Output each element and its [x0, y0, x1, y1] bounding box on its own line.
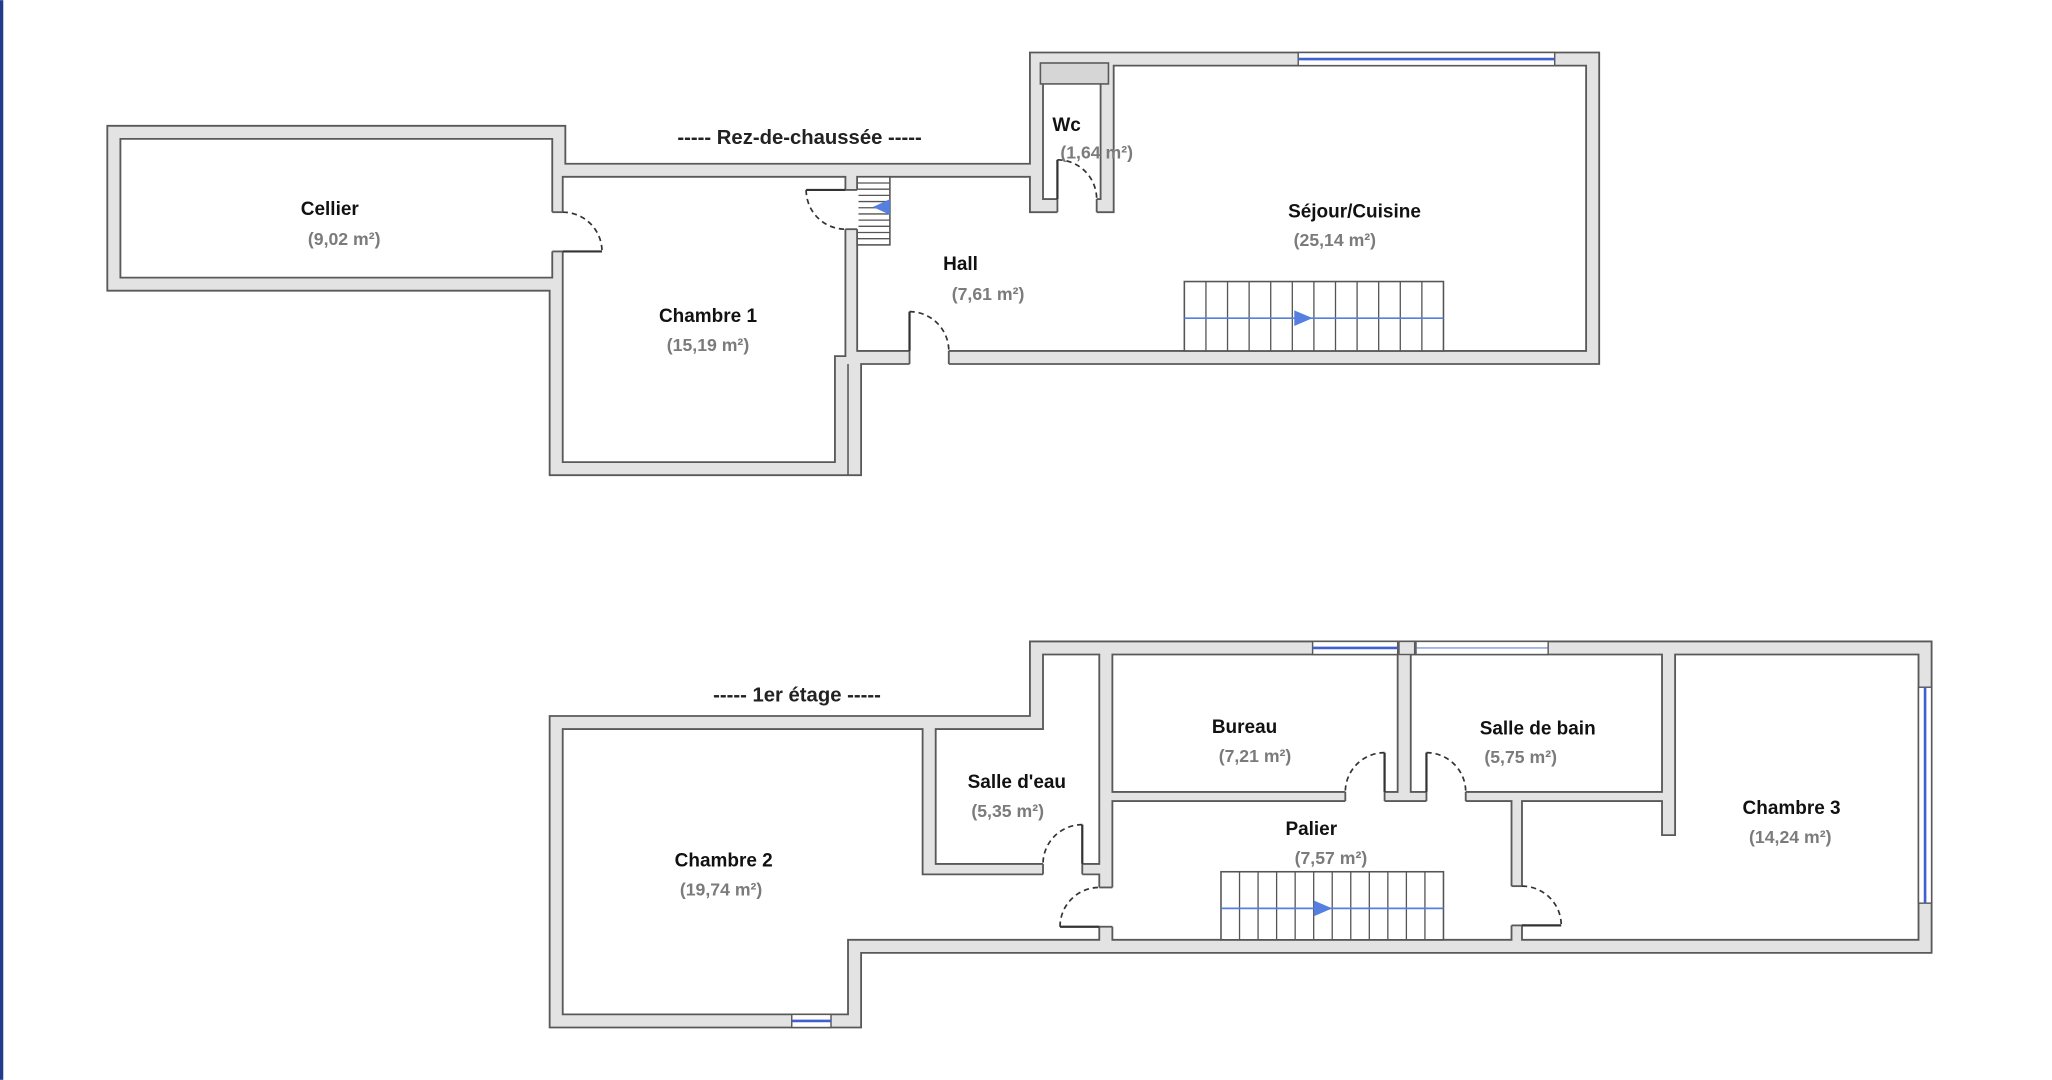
window-sejour-top	[1297, 51, 1556, 67]
room-area-bureau: (7,21 m²)	[1219, 746, 1292, 766]
door-swing-arc	[1057, 158, 1098, 200]
door-opening	[844, 189, 859, 230]
stair-treads	[857, 182, 890, 240]
room-cellier	[119, 137, 554, 279]
stair-sejour	[1183, 280, 1445, 352]
stair-hall	[856, 176, 891, 246]
room-chambre-1	[561, 175, 847, 464]
window-chambre-2-bottom	[791, 1013, 832, 1029]
room-area-hall: (7,61 m²)	[952, 284, 1025, 304]
room-name-sejour-cuisine: Séjour/Cuisine	[1288, 201, 1421, 222]
first-floor: ----- 1er étage ----- Chambre 2 (19,74 m…	[548, 640, 1933, 1029]
level-label-ground: ----- Rez-de-chaussée -----	[677, 127, 921, 149]
door-opening	[1510, 886, 1524, 926]
room-area-chambre-1: (15,19 m²)	[667, 335, 749, 355]
door-swing-arc	[1426, 751, 1467, 792]
door-swing-arc	[562, 211, 603, 252]
door-chambre-1-hall	[805, 188, 859, 231]
room-area-palier: (7,57 m²)	[1295, 848, 1368, 868]
room-area-salle-de-bain: (5,75 m²)	[1484, 747, 1557, 767]
room-area-chambre-2: (19,74 m²)	[680, 879, 762, 899]
stair-treads	[1205, 281, 1423, 351]
room-name-hall: Hall	[943, 254, 978, 275]
room-area-chambre-3: (14,24 m²)	[1749, 827, 1831, 847]
room-chambre-2	[561, 728, 1101, 1016]
window-chambre-3-right	[1917, 686, 1933, 904]
room-name-bureau: Bureau	[1212, 717, 1277, 738]
room-area-salle-deau: (5,35 m²)	[971, 801, 1044, 821]
door-chambre-3	[1510, 885, 1563, 927]
stair-direction-arrow-icon	[872, 199, 890, 215]
room-name-salle-deau: Salle d'eau	[968, 772, 1066, 793]
wc-cistern	[1039, 62, 1110, 85]
door-swing-arc	[1344, 751, 1385, 792]
room-name-chambre-2: Chambre 2	[675, 851, 773, 872]
room-salle-deau	[934, 653, 1101, 865]
door-cellier-chambre-1	[550, 211, 603, 253]
stair-treads	[1238, 871, 1426, 940]
wall-pillar	[1398, 640, 1416, 656]
door-entrance-hall	[908, 310, 950, 366]
door-opening	[1097, 887, 1114, 927]
level-label-first: ----- 1er étage -----	[713, 685, 881, 707]
room-area-cellier: (9,02 m²)	[308, 229, 381, 249]
room-area-wc: (1,64 m²)	[1060, 143, 1133, 163]
room-area-sejour-cuisine: (25,14 m²)	[1294, 230, 1376, 250]
window-bureau-top	[1311, 640, 1399, 656]
room-hall-sejour-cuisine	[856, 64, 1588, 352]
door-opening	[1345, 790, 1385, 803]
door-opening	[1057, 197, 1097, 214]
door-opening	[909, 349, 949, 366]
door-salle-deau	[1042, 823, 1084, 876]
stair-direction-arrow-icon	[1313, 900, 1333, 917]
ground-floor: ----- Rez-de-chaussée ----- Cellier (9,0…	[106, 51, 1601, 477]
door-wc	[1056, 158, 1098, 214]
stair-direction-arrow-icon	[1294, 310, 1313, 327]
door-swing-arc	[909, 310, 950, 351]
room-bureau	[1111, 653, 1399, 793]
stair-palier	[1220, 870, 1445, 941]
door-bureau	[1344, 751, 1386, 803]
room-name-palier: Palier	[1285, 819, 1337, 840]
door-salle-de-bain	[1425, 751, 1467, 803]
door-opening	[550, 212, 565, 252]
door-opening	[1043, 862, 1083, 876]
room-salle-de-bain	[1409, 653, 1663, 793]
door-chambre-2-palier	[1059, 886, 1114, 928]
room-name-chambre-1: Chambre 1	[659, 306, 757, 327]
room-name-chambre-3: Chambre 3	[1743, 798, 1841, 819]
door-opening	[1426, 790, 1466, 803]
window-salle-de-bain-top	[1415, 640, 1549, 656]
door-swing-arc	[805, 189, 846, 231]
room-name-wc: Wc	[1052, 115, 1080, 136]
room-name-cellier: Cellier	[301, 199, 360, 220]
door-swing-arc	[1059, 886, 1100, 927]
left-frame-border	[0, 0, 4, 1080]
door-swing-arc	[1521, 885, 1563, 926]
room-name-salle-de-bain: Salle de bain	[1480, 718, 1596, 739]
door-swing-arc	[1042, 823, 1083, 864]
